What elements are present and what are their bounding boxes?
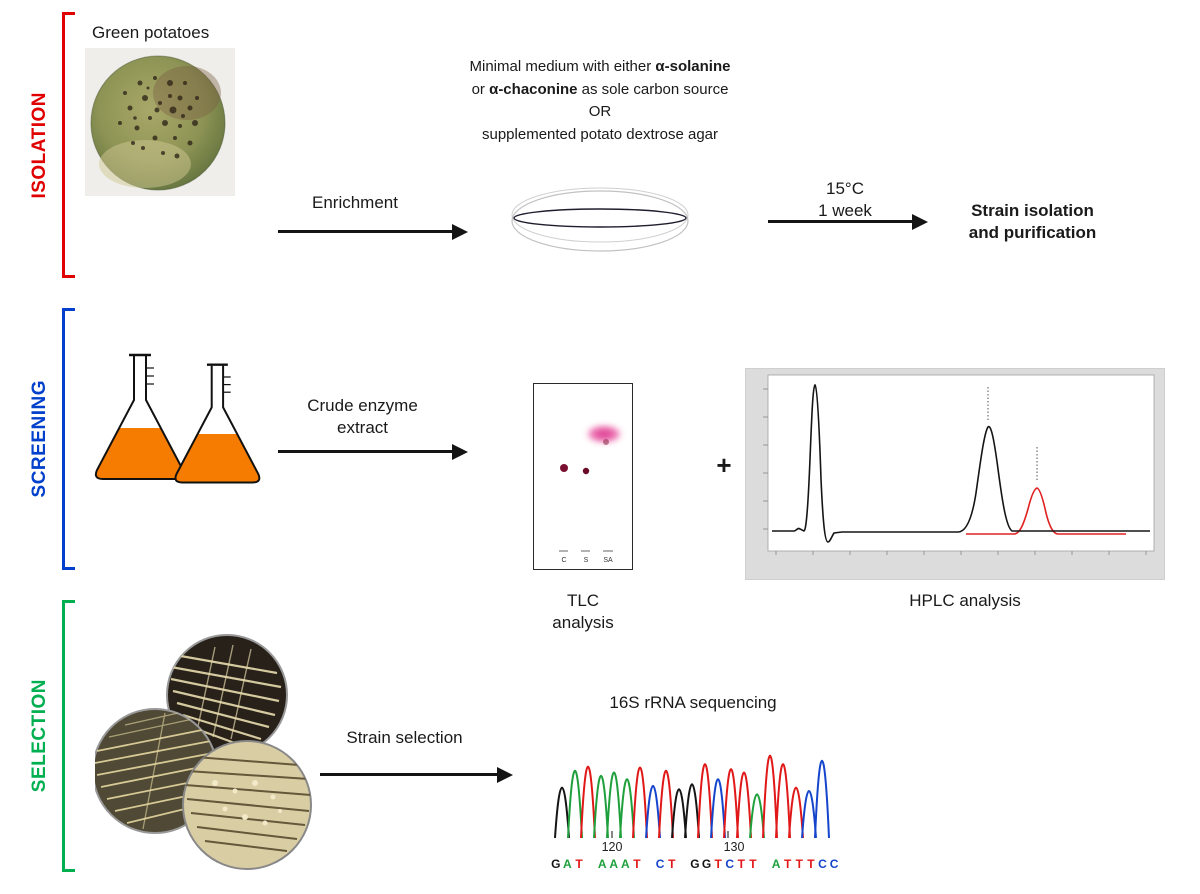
duration-label: 1 week bbox=[818, 201, 872, 221]
screening-bracket bbox=[62, 308, 75, 570]
trace-peak bbox=[788, 786, 804, 839]
isolation-result-arrow bbox=[768, 213, 928, 230]
base-letter: T bbox=[737, 857, 745, 871]
base-letter: A bbox=[563, 857, 572, 871]
base-gap bbox=[678, 856, 690, 872]
hplc-chromatogram-image bbox=[745, 368, 1165, 580]
plus-sign: + bbox=[716, 450, 732, 480]
tlc-plate-image: C S SA bbox=[533, 383, 633, 570]
isolation-section-label: ISOLATION bbox=[29, 91, 50, 199]
base-letter: C bbox=[655, 857, 665, 871]
base-letter: A bbox=[771, 857, 781, 871]
green-potato-image bbox=[85, 48, 235, 196]
selection-section-label: SELECTION bbox=[29, 679, 50, 793]
petri-dish-drawing bbox=[511, 187, 689, 252]
tlc-lane-s-label: S bbox=[584, 557, 589, 564]
base-letter: G bbox=[690, 857, 700, 871]
base-letter: A bbox=[609, 857, 619, 871]
trace-peak bbox=[580, 765, 596, 839]
enrichment-arrow bbox=[278, 223, 468, 240]
trace-peak bbox=[645, 785, 661, 839]
tlc-plate-graphic: C S SA bbox=[559, 426, 620, 564]
tlc-caption: TLC analysis bbox=[552, 591, 614, 633]
hplc-graphic bbox=[763, 374, 1155, 555]
erlenmeyer-flasks-illustration bbox=[94, 353, 261, 484]
temperature-label: 15°C bbox=[826, 179, 864, 198]
trace-peak bbox=[593, 774, 609, 839]
strain-selection-arrow bbox=[320, 766, 513, 783]
green-potatoes-label: Green potatoes bbox=[92, 23, 210, 42]
sequencing-title: 16S rRNA sequencing bbox=[609, 693, 777, 712]
trace-peak bbox=[697, 763, 713, 839]
strain-selection-label: Strain selection bbox=[346, 728, 463, 747]
base-gap bbox=[643, 856, 655, 872]
trace-peak bbox=[749, 793, 765, 839]
base-letter: G bbox=[701, 857, 712, 871]
hplc-black-trace bbox=[772, 383, 1150, 543]
base-letter: T bbox=[714, 857, 722, 871]
sanger-trace-chromatogram bbox=[554, 755, 830, 839]
selection-bracket bbox=[62, 600, 75, 872]
trace-peak bbox=[762, 755, 778, 839]
trace-peak bbox=[710, 778, 726, 839]
base-letter: A bbox=[621, 857, 630, 871]
base-letter: C bbox=[818, 857, 827, 871]
base-letter: C bbox=[725, 857, 735, 871]
hplc-caption: HPLC analysis bbox=[909, 591, 1021, 610]
isolation-bracket bbox=[62, 12, 75, 278]
tlc-lane-sa-label: SA bbox=[603, 557, 613, 564]
position-tick-130: 130 bbox=[723, 840, 745, 854]
trace-peak bbox=[619, 778, 635, 839]
trace-peak bbox=[684, 783, 700, 839]
base-letter: T bbox=[795, 857, 803, 871]
base-letter: T bbox=[633, 857, 641, 871]
base-letter: T bbox=[749, 857, 757, 871]
base-gap bbox=[585, 856, 597, 872]
trace-peak bbox=[801, 789, 817, 839]
trace-peak bbox=[775, 763, 791, 839]
base-letter: T bbox=[575, 857, 583, 871]
base-letter: G bbox=[551, 857, 561, 871]
trace-peak bbox=[632, 766, 648, 839]
medium-description: Minimal medium with either α-solanine or… bbox=[469, 58, 731, 143]
base-letter: A bbox=[597, 857, 607, 871]
isolation-result-text: Strain isolation and purification bbox=[968, 201, 1097, 243]
crude-enzyme-label: Crude enzyme extract bbox=[307, 396, 418, 438]
trace-peak bbox=[658, 769, 674, 839]
streak-plates-image bbox=[95, 634, 312, 870]
trace-peak bbox=[606, 771, 622, 839]
tlc-lane-c-label: C bbox=[561, 557, 566, 564]
trace-peak bbox=[814, 760, 830, 839]
crude-enzyme-arrow bbox=[278, 443, 468, 460]
base-letter: T bbox=[784, 857, 792, 871]
trace-peak bbox=[736, 771, 752, 839]
enrichment-label: Enrichment bbox=[312, 193, 398, 212]
base-letter: T bbox=[668, 857, 676, 871]
hplc-red-trace bbox=[966, 487, 1126, 535]
incubation-conditions: 15°C 1 week bbox=[800, 178, 890, 223]
position-tick-120: 120 bbox=[601, 840, 623, 854]
trace-peak bbox=[723, 768, 739, 839]
base-gap bbox=[759, 856, 771, 872]
trace-peak bbox=[554, 786, 570, 839]
base-letter: C bbox=[829, 857, 839, 871]
trace-peak bbox=[567, 769, 583, 839]
trace-peak bbox=[671, 788, 687, 839]
screening-section-label: SCREENING bbox=[29, 380, 50, 498]
base-letter: T bbox=[807, 857, 815, 871]
